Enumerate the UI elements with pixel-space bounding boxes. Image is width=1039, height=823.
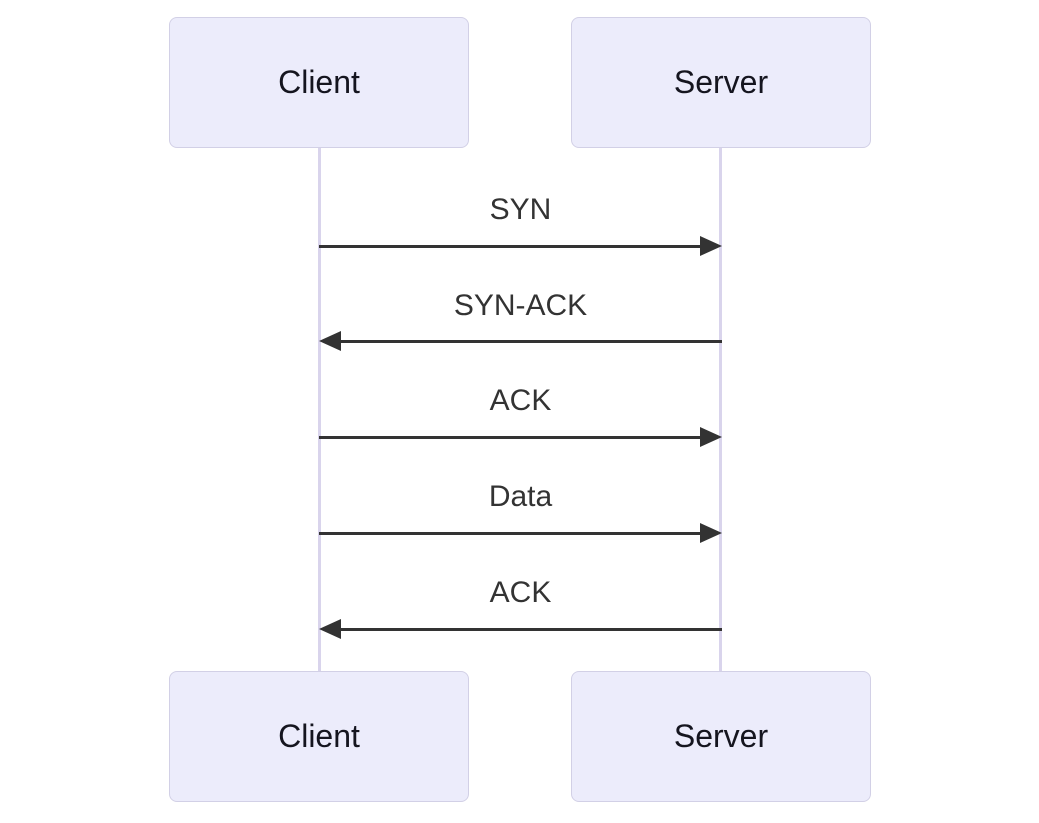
- actor-label-server: Server: [673, 718, 769, 754]
- message-arrow: [319, 522, 722, 544]
- actor-label-client: Client: [278, 64, 360, 100]
- arrowhead-right-icon: [700, 236, 722, 256]
- arrowhead-right-icon: [700, 427, 722, 447]
- message-arrow: [319, 426, 722, 448]
- arrow-line: [337, 339, 722, 343]
- message-label: SYN-ACK: [453, 289, 588, 322]
- actor-box-client-top: Client: [169, 17, 469, 148]
- arrow-line: [319, 531, 704, 535]
- arrowhead-left-icon: [319, 331, 341, 351]
- message-arrow: [319, 235, 722, 257]
- message-label: ACK: [489, 576, 552, 609]
- message-label: ACK: [489, 384, 552, 417]
- lifeline-server: [719, 148, 722, 671]
- arrow-line: [319, 244, 704, 248]
- message-arrow: [319, 618, 722, 640]
- arrowhead-right-icon: [700, 523, 722, 543]
- arrow-line: [337, 627, 722, 631]
- message-label: Data: [488, 480, 553, 513]
- arrowhead-left-icon: [319, 619, 341, 639]
- actor-label-client: Client: [278, 718, 360, 754]
- actor-label-server: Server: [673, 64, 769, 100]
- lifeline-client: [318, 148, 321, 671]
- message-label: SYN: [489, 193, 552, 226]
- actor-box-server-top: Server: [571, 17, 871, 148]
- actor-box-server-bottom: Server: [571, 671, 871, 802]
- message-arrow: [319, 330, 722, 352]
- arrow-line: [319, 435, 704, 439]
- actor-box-client-bottom: Client: [169, 671, 469, 802]
